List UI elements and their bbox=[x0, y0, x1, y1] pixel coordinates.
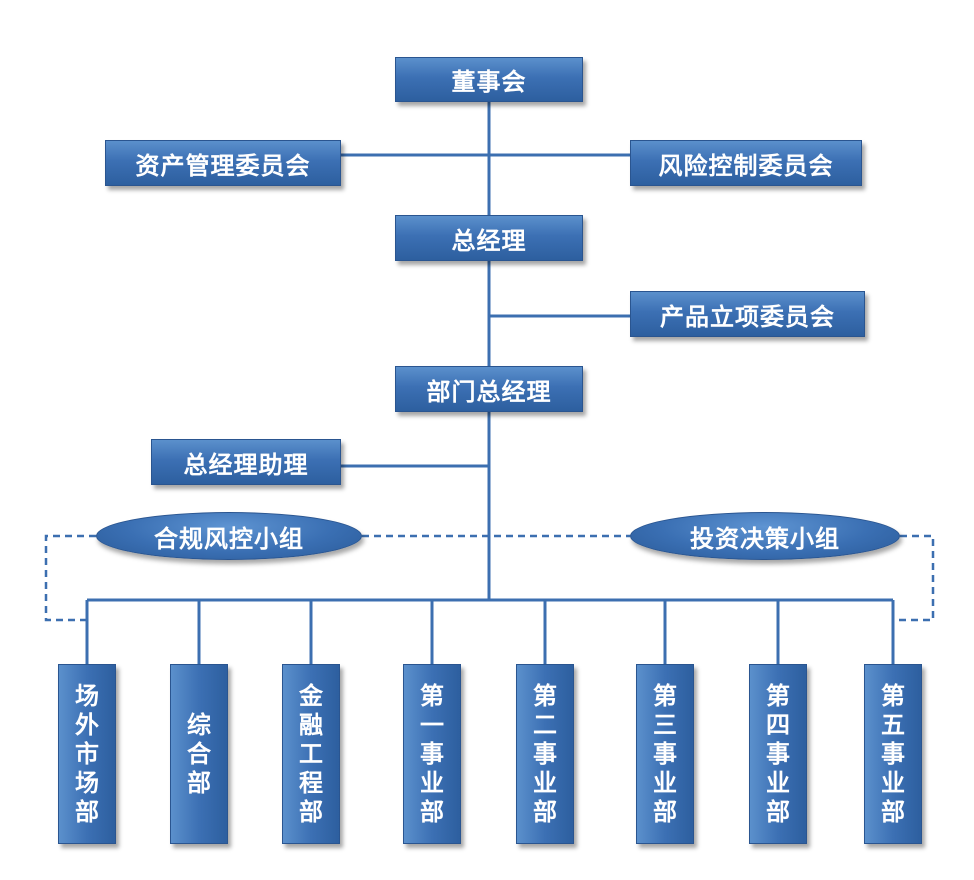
department-label: 第五事业部 bbox=[881, 681, 905, 826]
department-box: 第二事业部 bbox=[516, 664, 574, 844]
asset-committee-node: 资产管理委员会 bbox=[105, 140, 341, 186]
department-box: 第四事业部 bbox=[749, 664, 807, 844]
department-box: 第三事业部 bbox=[636, 664, 694, 844]
department-label: 第一事业部 bbox=[420, 681, 444, 826]
board-node: 董事会 bbox=[395, 57, 583, 102]
department-label: 金融工程部 bbox=[299, 681, 323, 826]
department-label: 第四事业部 bbox=[766, 681, 790, 826]
department-label: 第二事业部 bbox=[533, 681, 557, 826]
department-label: 场外市场部 bbox=[75, 681, 99, 826]
department-box: 综合部 bbox=[170, 664, 228, 844]
gm-assistant-node: 总经理助理 bbox=[151, 439, 341, 485]
risk-committee-node: 风险控制委员会 bbox=[630, 140, 862, 186]
department-box: 金融工程部 bbox=[282, 664, 340, 844]
general-manager-node: 总经理 bbox=[395, 215, 583, 261]
department-label: 第三事业部 bbox=[653, 681, 677, 826]
product-committee-node: 产品立项委员会 bbox=[630, 291, 865, 337]
department-box: 第五事业部 bbox=[864, 664, 922, 844]
compliance-group-node: 合规风控小组 bbox=[96, 512, 362, 560]
department-box: 第一事业部 bbox=[403, 664, 461, 844]
investment-group-node: 投资决策小组 bbox=[630, 512, 900, 560]
department-box: 场外市场部 bbox=[58, 664, 116, 844]
department-label: 综合部 bbox=[187, 710, 211, 797]
dept-general-manager-node: 部门总经理 bbox=[395, 366, 583, 412]
